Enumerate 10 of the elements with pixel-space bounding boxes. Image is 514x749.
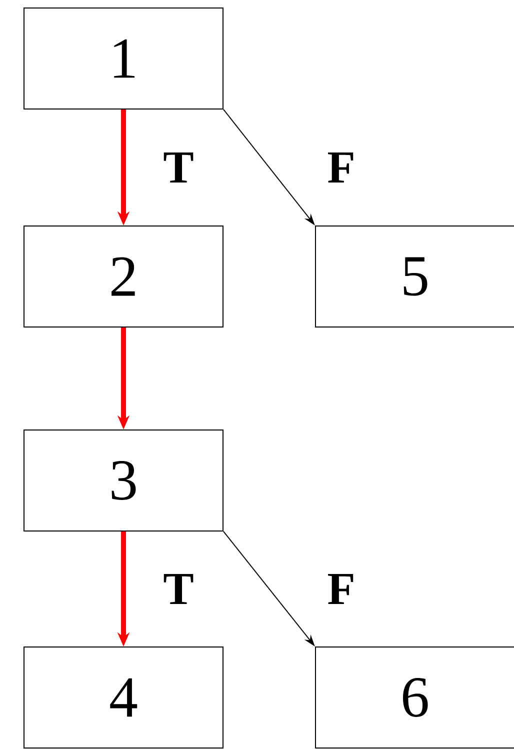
process-box: 1 bbox=[24, 8, 224, 110]
process-box: 2 bbox=[24, 226, 224, 328]
edge-label: T bbox=[162, 151, 195, 184]
process-box: 5 bbox=[315, 226, 514, 328]
edge-label: T bbox=[162, 572, 195, 606]
process-box: 3 bbox=[24, 430, 224, 532]
process-box: 6 bbox=[315, 646, 514, 748]
process-box: 4 bbox=[24, 646, 224, 748]
edge-label: F bbox=[326, 572, 356, 606]
edge-label: F bbox=[326, 151, 356, 184]
